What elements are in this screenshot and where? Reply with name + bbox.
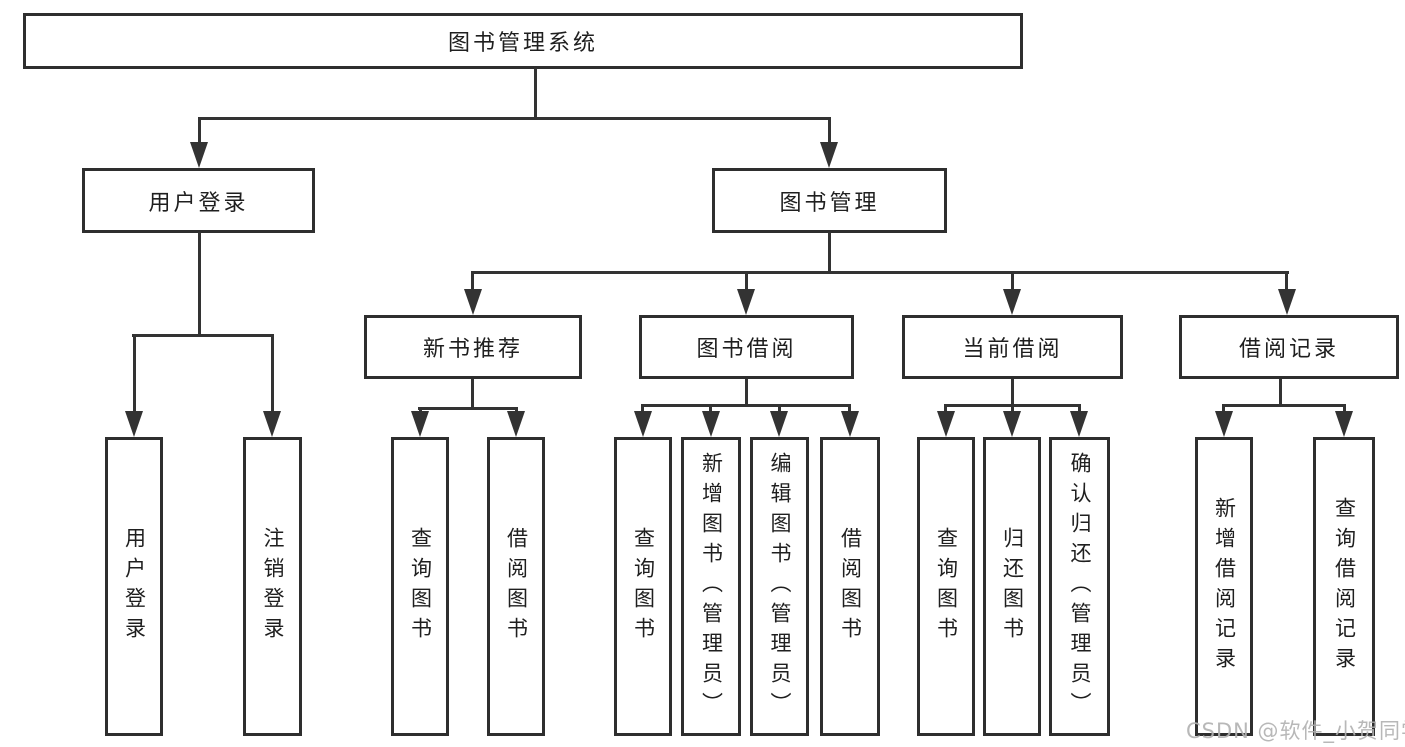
leaf-logout: 注销登录 [243, 437, 302, 736]
connector-line [1011, 272, 1014, 294]
arrow-down-icon [937, 411, 955, 437]
connector-line [848, 405, 851, 416]
arrow-down-icon [737, 289, 755, 315]
connector-line [1078, 405, 1081, 416]
arrow-down-icon [841, 411, 859, 437]
leaf-borrow-books-newbook: 借阅图书 [487, 437, 545, 736]
arrow-down-icon [702, 411, 720, 437]
connector-line [198, 117, 831, 120]
arrow-down-icon [634, 411, 652, 437]
leaf-query-books-newbook: 查询图书 [391, 437, 449, 736]
connector-line [198, 118, 201, 148]
node-user-login: 用户登录 [82, 168, 315, 233]
arrow-down-icon [1003, 411, 1021, 437]
leaf-query-books-borrow: 查询图书 [614, 437, 672, 736]
connector-line [133, 336, 136, 416]
node-label: 图书借阅 [696, 337, 797, 362]
arrow-down-icon [190, 142, 208, 168]
connector-line [471, 272, 474, 294]
connector-line [471, 271, 1289, 274]
node-label: 图书管理系统 [447, 31, 598, 56]
leaf-borrow-books-borrow: 借阅图书 [820, 437, 880, 736]
connector-line [828, 232, 831, 274]
arrow-down-icon [820, 142, 838, 168]
watermark: CSDN @软件_小贺同学 [1186, 719, 1405, 743]
connector-line [1222, 404, 1346, 407]
connector-line [745, 272, 748, 294]
arrow-down-icon [1278, 289, 1296, 315]
leaf-user-login: 用户登录 [105, 437, 163, 736]
leaf-add-book-admin: 新增图书（管理员） [681, 437, 741, 736]
node-library-system: 图书管理系统 [23, 13, 1023, 69]
connector-line [471, 379, 474, 410]
leaf-query-books-current: 查询图书 [917, 437, 975, 736]
arrow-down-icon [464, 289, 482, 315]
arrow-down-icon [1335, 411, 1353, 437]
leaf-add-borrow-record: 新增借阅记录 [1195, 437, 1253, 736]
connector-line [1011, 405, 1014, 416]
node-label: 当前借阅 [962, 337, 1063, 362]
arrow-down-icon [1215, 411, 1233, 437]
node-new-book-recommend: 新书推荐 [364, 315, 582, 379]
arrow-down-icon [411, 411, 429, 437]
connector-line [1222, 405, 1225, 416]
connector-line [271, 336, 274, 416]
leaf-query-borrow-record: 查询借阅记录 [1313, 437, 1375, 736]
arrow-down-icon [1003, 289, 1021, 315]
connector-line [709, 405, 712, 416]
arrow-down-icon [125, 411, 143, 437]
connector-line [1279, 379, 1282, 407]
connector-line [1011, 379, 1014, 407]
arrow-down-icon [1070, 411, 1088, 437]
connector-line [1285, 272, 1288, 294]
connector-line [641, 405, 644, 416]
connector-line [534, 68, 537, 119]
node-label: 图书管理 [779, 190, 880, 216]
connector-line [1343, 405, 1346, 416]
connector-line [745, 379, 748, 407]
leaf-return-books: 归还图书 [983, 437, 1041, 736]
arrow-down-icon [507, 411, 525, 437]
connector-line [828, 118, 831, 148]
arrow-down-icon [770, 411, 788, 437]
node-borrowing-records: 借阅记录 [1179, 315, 1399, 379]
connector-line [944, 405, 947, 416]
leaf-edit-book-admin: 编辑图书（管理员） [750, 437, 809, 736]
connector-line [198, 232, 201, 337]
connector-line [641, 404, 851, 407]
node-label: 用户登录 [148, 190, 249, 216]
node-label: 新书推荐 [422, 337, 523, 362]
node-book-borrowing: 图书借阅 [639, 315, 854, 379]
node-label: 借阅记录 [1238, 337, 1339, 362]
arrow-down-icon [263, 411, 281, 437]
node-book-management: 图书管理 [712, 168, 947, 233]
node-current-borrowing: 当前借阅 [902, 315, 1123, 379]
connector-line [778, 405, 781, 416]
connector-line [418, 407, 518, 410]
connector-line [132, 334, 274, 337]
leaf-confirm-return-admin: 确认归还（管理员） [1049, 437, 1110, 736]
